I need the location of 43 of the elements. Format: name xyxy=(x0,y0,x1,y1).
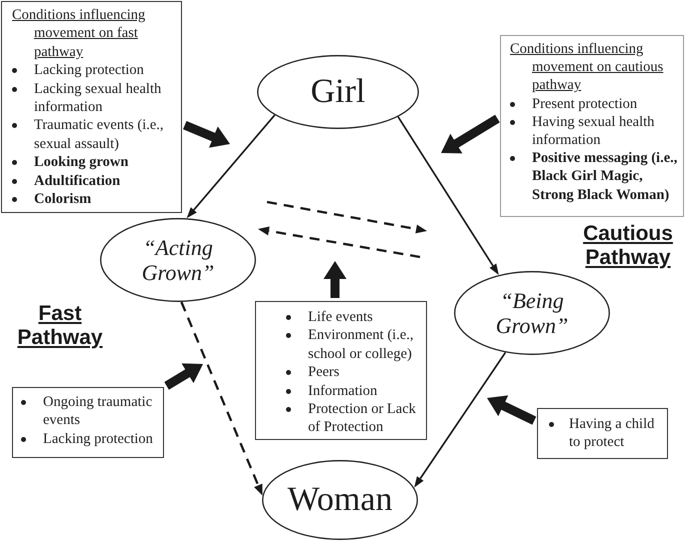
arrow xyxy=(397,116,499,275)
box-heading: Conditions influencing movement on fast pathway xyxy=(12,6,146,62)
list-item: Colorism xyxy=(12,190,173,208)
list-item: Ongoing traumatic events xyxy=(21,393,157,430)
dashed-arrow xyxy=(180,302,262,496)
list-item: Having sexual health information xyxy=(510,112,679,150)
info-box xyxy=(537,408,668,459)
block-arrow xyxy=(441,114,500,154)
block-arrow xyxy=(164,363,203,390)
arrow xyxy=(186,114,276,218)
block-arrow xyxy=(487,395,536,425)
arrow xyxy=(414,352,506,488)
oval-label: “Acting Grown” xyxy=(140,235,216,285)
block-arrow xyxy=(183,121,230,148)
oval-node xyxy=(257,55,419,129)
list-item: Present protection xyxy=(510,94,679,113)
list-item: Having a child to protect xyxy=(549,415,659,452)
list-item: Peers xyxy=(286,363,420,382)
list-item: Life events xyxy=(286,308,420,326)
info-box xyxy=(255,301,427,440)
oval-node xyxy=(454,271,610,355)
oval-label: Woman xyxy=(288,481,392,519)
section-label: Fast Pathway xyxy=(16,302,104,350)
list-item: Environment (i.e., school or college) xyxy=(286,326,420,364)
oval-node xyxy=(100,218,256,302)
info-box xyxy=(500,35,684,217)
list-item: Adultification xyxy=(12,172,173,190)
info-box xyxy=(1,1,182,213)
oval-label: Girl xyxy=(310,73,366,111)
list-item: Information xyxy=(286,382,420,400)
list-item: Lacking sexual health information xyxy=(12,80,173,116)
oval-node xyxy=(262,460,418,540)
list-item: Positive messaging (i.e., Black Girl Magic, Strong Black Woman) xyxy=(510,149,679,204)
list-item: Protection or Lack of Protection xyxy=(286,400,420,437)
oval-label: “Being Grown” xyxy=(494,288,570,338)
list-item: Looking grown xyxy=(12,153,173,172)
block-arrow xyxy=(324,261,346,298)
list-item: Lacking protection xyxy=(21,430,157,448)
box-heading: Conditions influencing movement on cautious pathway xyxy=(510,40,664,95)
list-item: Lacking protection xyxy=(12,61,173,80)
info-box xyxy=(12,387,164,458)
list-item: Traumatic events (i.e., sexual assault) xyxy=(12,116,173,154)
section-label: Cautious Pathway xyxy=(582,222,674,270)
